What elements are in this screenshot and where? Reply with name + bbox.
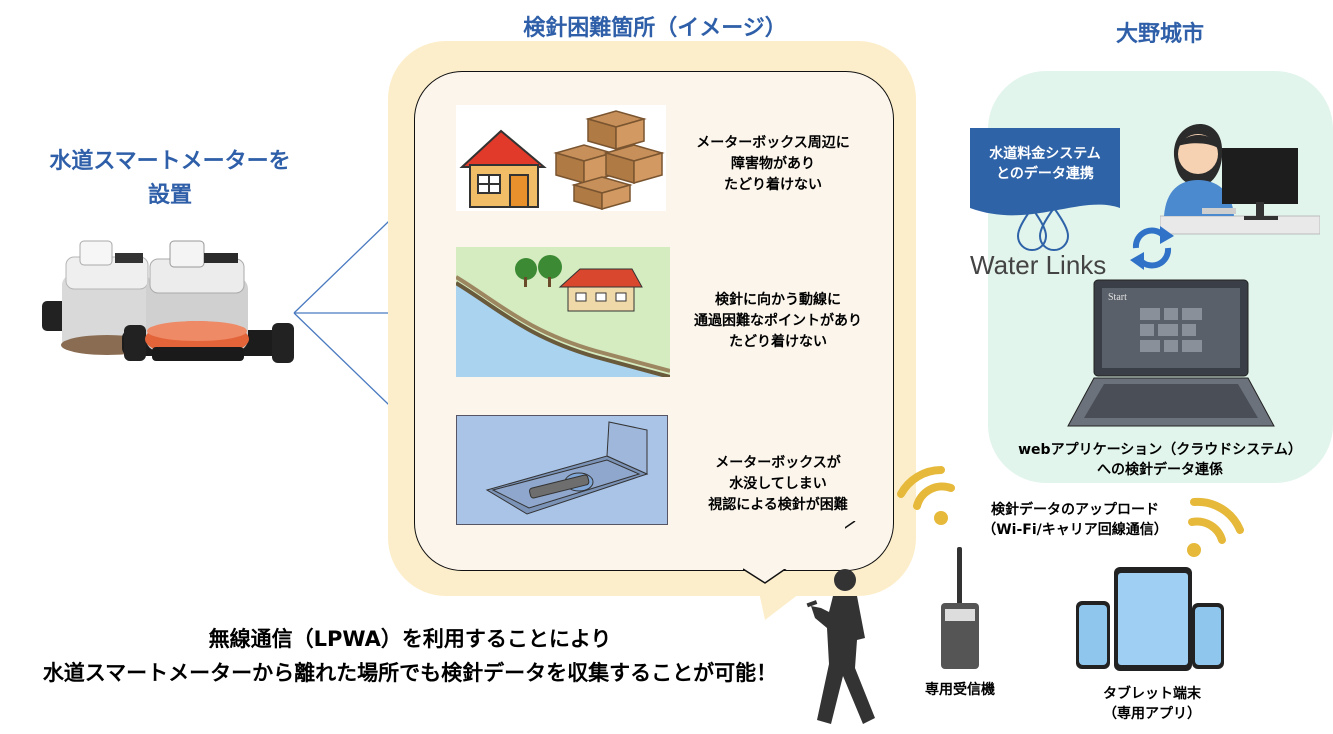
tablet-label: タブレット端末 （専用アプリ） xyxy=(1103,686,1201,722)
laptop-screen-text: Start xyxy=(1108,292,1127,303)
bottom-message: 無線通信（LPWA）を利用することにより 水道スマートメーターから離れた場所でも… xyxy=(0,622,820,690)
bottom-message-line2: 水道スマートメーターから離れた場所でも検針データを収集することが可能！ xyxy=(42,661,778,685)
upload-label: 検針データのアップロード （Wi-Fi/キャリア回線通信） xyxy=(982,502,1168,538)
right-title: 大野城市 xyxy=(1115,22,1204,47)
smart-meter-image xyxy=(42,240,294,363)
laptop-image xyxy=(1067,279,1275,427)
meter-reader-person-image xyxy=(806,569,875,724)
meter-title-line2: 設置 xyxy=(147,183,192,208)
water-links-logo-text: Water Links xyxy=(970,250,1107,280)
tablet-and-phones-image xyxy=(1076,567,1224,671)
receiver-label: 専用受信機 xyxy=(925,682,995,698)
difficult-places-panel: メーターボックス周辺に 障害物があり たどり着けない 検針に向かう動線に 通過困… xyxy=(388,41,916,620)
meter-title-line1: 水道スマートメーターを xyxy=(49,149,291,174)
obstacle-scene-image xyxy=(456,105,666,211)
submerged-box-scene-image xyxy=(456,415,668,525)
submerged-box-description: メーターボックスが 水没してしまい 視認による検針が困難 xyxy=(708,455,848,513)
office-worker-image xyxy=(1160,124,1320,235)
bottom-message-line1: 無線通信（LPWA）を利用することにより xyxy=(208,627,612,651)
meter-title: 水道スマートメーターを 設置 xyxy=(20,145,320,213)
water-links-logo-icon xyxy=(1016,206,1070,251)
bubble-inner-tail xyxy=(743,521,856,584)
wifi-left-icon xyxy=(897,466,955,525)
receiver-device-image xyxy=(941,547,979,669)
sync-arrows-icon xyxy=(1130,226,1174,270)
cloud-app-caption: webアプリケーション（クラウドシステム） への検針データ連係 xyxy=(1018,442,1302,478)
wifi-right-icon xyxy=(1187,497,1244,557)
obstacle-description: メーターボックス周辺に 障害物があり たどり着けない xyxy=(696,135,850,193)
billing-system-banner: 水道料金システム とのデータ連携 xyxy=(970,128,1120,222)
center-title: 検針困難箇所（イメージ） xyxy=(523,16,787,41)
billing-system-label: 水道料金システム とのデータ連携 xyxy=(989,146,1101,182)
riverbank-scene-image xyxy=(456,247,670,377)
riverbank-description: 検針に向かう動線に 通過困難なポイントがあり たどり着けない xyxy=(694,292,862,350)
